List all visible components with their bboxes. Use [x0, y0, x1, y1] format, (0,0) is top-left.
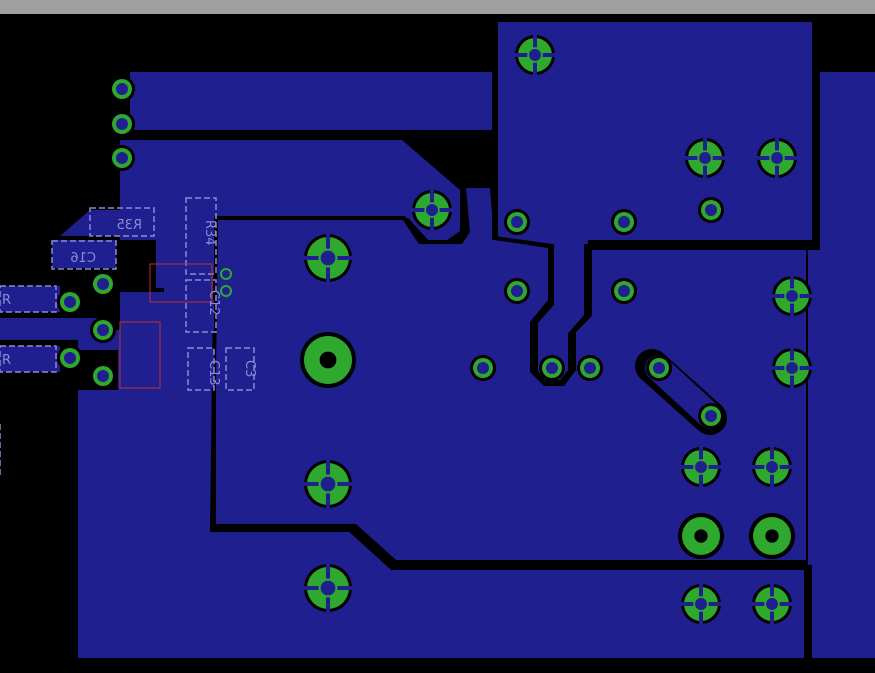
pad-icon-hole	[320, 476, 336, 492]
copper-right-strip	[808, 72, 875, 658]
via-icon-hole	[618, 216, 630, 228]
via-icon-hole	[116, 83, 128, 95]
via-icon-hole	[584, 362, 596, 374]
via-icon[interactable]	[220, 285, 232, 297]
pad-icon-hole	[320, 580, 336, 596]
label-r34: R34	[202, 220, 217, 246]
via-icon-hole	[546, 362, 558, 374]
via-icon-hole	[618, 285, 630, 297]
via-icon-hole	[653, 362, 665, 374]
copper-top-strip	[130, 72, 492, 130]
via-icon-hole	[511, 216, 523, 228]
via-icon-hole	[705, 410, 717, 422]
label-c16: C16	[70, 251, 96, 266]
copper-top-right-block	[498, 22, 812, 380]
pad-icon-hole	[699, 152, 711, 164]
via-icon-hole	[477, 362, 489, 374]
label-edge-r-top: R	[2, 293, 11, 308]
toolbar-strip	[0, 0, 875, 14]
via-icon-hole	[97, 324, 109, 336]
via-icon-hole	[97, 370, 109, 382]
label-edge-r-bottom: R	[2, 353, 11, 368]
keepout-boxes	[119, 263, 213, 389]
copper-center	[216, 188, 806, 560]
pad-hole	[694, 529, 708, 543]
via-icon[interactable]	[220, 268, 232, 280]
pad-icon-hole	[695, 461, 707, 473]
pad-icon-hole	[766, 461, 778, 473]
via-icon-hole	[705, 204, 717, 216]
via-icon-hole	[64, 296, 76, 308]
pad-icon-hole	[695, 598, 707, 610]
pad-hole	[319, 351, 337, 369]
smd-outlines	[0, 197, 255, 478]
pad-icon-hole	[320, 250, 336, 266]
pad-icon-hole	[771, 152, 783, 164]
copper-pour	[78, 22, 875, 658]
pad-icon-hole	[426, 204, 438, 216]
copper-left-block	[78, 140, 806, 658]
label-r35: R35	[116, 218, 142, 233]
pad-icon-hole	[786, 362, 798, 374]
via-icon-hole	[511, 285, 523, 297]
label-c3: C3	[242, 360, 257, 377]
label-c12: C12	[206, 290, 221, 316]
pad-hole	[765, 529, 779, 543]
via-icon-hole	[116, 118, 128, 130]
pad-icon-hole	[786, 290, 798, 302]
via-icon-hole	[97, 278, 109, 290]
pad-icon-hole	[766, 598, 778, 610]
pad-icon-hole	[529, 49, 541, 61]
via-icon-hole	[116, 152, 128, 164]
left-edge-pads	[0, 198, 252, 388]
via-icon-hole	[64, 352, 76, 364]
label-c13: C13	[206, 360, 221, 386]
